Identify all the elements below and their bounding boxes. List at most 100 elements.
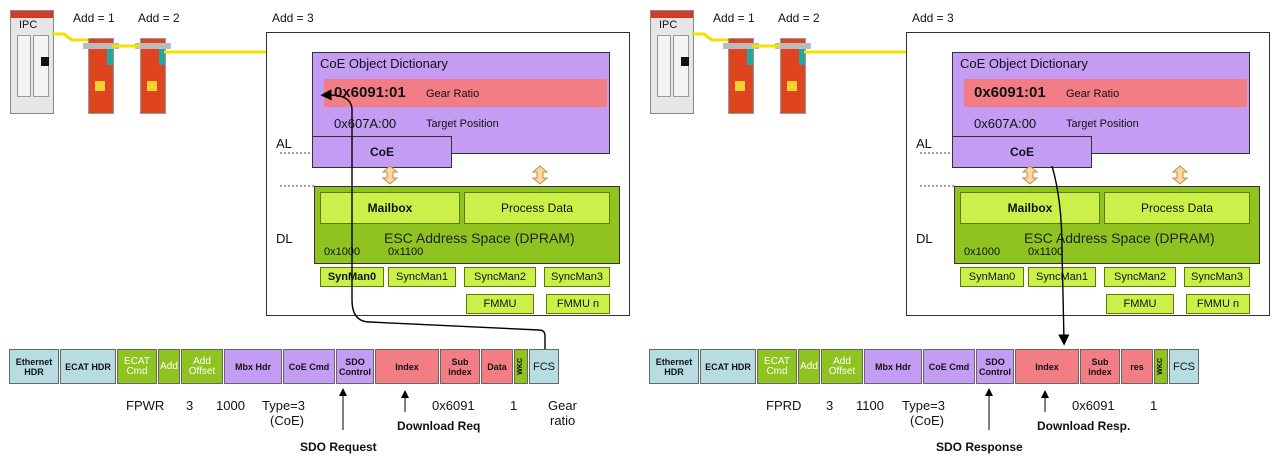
frame-mbx-hdr: Mbx Hdr xyxy=(864,349,922,384)
address-2-label: Add = 2 xyxy=(138,11,180,25)
download-req-label: Download Req xyxy=(397,419,481,433)
subindex-value: 1 xyxy=(1150,398,1158,413)
slave-1-device xyxy=(723,38,759,114)
slave-1-device xyxy=(83,38,119,114)
frame-ecat-cmd: ECAT Cmd xyxy=(757,349,797,384)
al-dotted-right xyxy=(920,152,954,187)
frame-coe-cmd: CoE Cmd xyxy=(283,349,335,384)
esc-address-space-label: ESC Address Space (DPRAM) xyxy=(1024,230,1215,246)
sdo-request-label: SDO Request xyxy=(300,440,377,454)
al-dotted-left xyxy=(280,152,314,187)
data-value-line1: Gear xyxy=(548,398,577,413)
entry1-index: 0x6091:01 xyxy=(974,84,1046,101)
dictionary-entry-gear-ratio xyxy=(964,79,1247,107)
fmmu-block: FMMU xyxy=(1106,294,1174,314)
addr-0x1100: 0x1100 xyxy=(388,246,424,258)
frame-add: Add xyxy=(158,349,180,384)
read-path-line xyxy=(1051,165,1070,346)
al-label: AL xyxy=(276,136,292,151)
frame-ethernet-hdr: Ethernet HDR xyxy=(649,349,699,384)
mailbox-block: Mailbox xyxy=(960,192,1100,224)
write-path-line xyxy=(320,89,546,349)
entry2-index: 0x607A:00 xyxy=(334,116,397,131)
address-2-label: Add = 2 xyxy=(778,11,820,25)
dl-label: DL xyxy=(276,231,293,246)
address-1-label: Add = 1 xyxy=(73,11,115,25)
sdo-response-panel: IPC Add = 1 Add = 2 Add = 3 CoE Object D… xyxy=(640,0,1272,457)
coe-block: CoE xyxy=(312,136,452,168)
syncman-2: SyncMan2 xyxy=(1104,267,1176,287)
cmd-value: FPRD xyxy=(766,398,802,413)
download-resp-label: Download Resp. xyxy=(1037,419,1131,433)
ipc-device: IPC xyxy=(650,10,694,114)
entry1-name: Gear Ratio xyxy=(426,88,480,100)
fmmu-n-block: FMMU n xyxy=(1186,294,1250,314)
entry2-index: 0x607A:00 xyxy=(974,116,1037,131)
frame-sub-index: Sub index xyxy=(1080,349,1120,384)
process-data-block: Process Data xyxy=(464,192,610,224)
frame-sub-index: Sub index xyxy=(440,349,480,384)
syncman-3: SyncMan3 xyxy=(544,267,610,287)
addr-0x1000: 0x1000 xyxy=(324,246,361,258)
frame-add: Add xyxy=(798,349,820,384)
ipc-label: IPC xyxy=(659,19,678,31)
cmd-address-value: 3 xyxy=(826,398,834,413)
mbx-type-line1: Type=3 xyxy=(262,398,306,413)
dictionary-entry-gear-ratio xyxy=(324,79,607,107)
frame-ethernet-hdr: Ethernet HDR xyxy=(9,349,59,384)
cmd-offset-value: 1100 xyxy=(856,398,884,413)
entry1-name: Gear Ratio xyxy=(1066,88,1120,100)
esc-address-space-label: ESC Address Space (DPRAM) xyxy=(384,230,575,246)
data-value-line2: ratio xyxy=(550,413,576,428)
index-value: 0x6091 xyxy=(432,398,475,413)
frame-wkc: WKC xyxy=(1154,349,1168,384)
al-label: AL xyxy=(916,136,932,151)
syncman-0: SynMan0 xyxy=(960,267,1024,287)
subindex-value: 1 xyxy=(510,398,518,413)
ipc-label: IPC xyxy=(19,19,38,31)
cmd-value: FPWR xyxy=(126,398,165,413)
bus-line-left xyxy=(52,32,266,54)
entry2-name: Target Position xyxy=(426,118,499,130)
coe-mailbox-exchange-arrow-left xyxy=(381,165,549,185)
frame-index: Index xyxy=(1015,349,1079,384)
entry1-index: 0x6091:01 xyxy=(334,84,406,101)
frame-index: Index xyxy=(375,349,439,384)
frame-ecat-hdr: ECAT HDR xyxy=(700,349,756,384)
dictionary-title: CoE Object Dictionary xyxy=(960,56,1088,71)
frame-sdo-control: SDO Control xyxy=(336,349,374,384)
frame-mbx-hdr: Mbx Hdr xyxy=(224,349,282,384)
entry2-name: Target Position xyxy=(1066,118,1139,130)
address-3-label: Add = 3 xyxy=(272,11,314,25)
mailbox-block: Mailbox xyxy=(320,192,460,224)
frame-ecat-cmd: ECAT Cmd xyxy=(117,349,157,384)
frame-res: res xyxy=(1121,349,1153,384)
addr-0x1100: 0x1100 xyxy=(1028,246,1064,258)
frame-add-offset: Add Offset xyxy=(181,349,223,384)
syncman-3: SyncMan3 xyxy=(1184,267,1250,287)
frame-fcs: FCS xyxy=(1169,349,1199,384)
frame-data: Data xyxy=(481,349,513,384)
addr-0x1000: 0x1000 xyxy=(964,246,1001,258)
mbx-type-line1: Type=3 xyxy=(902,398,946,413)
coe-mailbox-exchange-arrow-right xyxy=(1021,165,1189,185)
ethercat-frame: Ethernet HDR ECAT HDR ECAT Cmd Add Add O… xyxy=(9,349,560,384)
address-3-label: Add = 3 xyxy=(912,11,954,25)
address-1-label: Add = 1 xyxy=(713,11,755,25)
mbx-type-line2: (CoE) xyxy=(910,413,944,428)
dictionary-title: CoE Object Dictionary xyxy=(320,56,448,71)
mbx-type-line2: (CoE) xyxy=(270,413,304,428)
syncman-1: SyncMan1 xyxy=(388,267,456,287)
sdo-request-panel: IPC Add = 1 Add = 2 Add = 3 CoE Object D… xyxy=(9,10,630,454)
slave-2-device xyxy=(775,38,811,114)
process-data-block: Process Data xyxy=(1104,192,1250,224)
syncman-2: SyncMan2 xyxy=(464,267,536,287)
bus-line-right xyxy=(692,32,906,54)
frame-coe-cmd: CoE Cmd xyxy=(923,349,975,384)
sdo-response-label: SDO Response xyxy=(936,440,1023,454)
frame-wkc: WKC xyxy=(514,349,528,384)
fmmu-block: FMMU xyxy=(466,294,534,314)
frame-sdo-control: SDO Control xyxy=(976,349,1014,384)
ipc-device: IPC xyxy=(10,10,54,114)
